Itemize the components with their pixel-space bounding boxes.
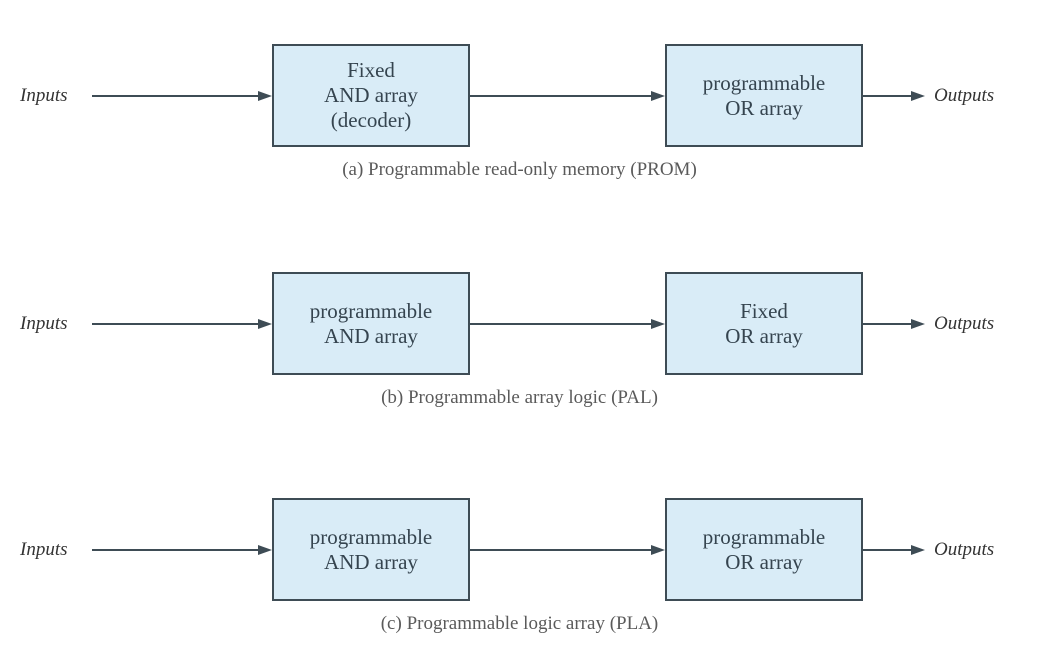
programmable-and-array-box: programmable AND array bbox=[272, 498, 470, 601]
fixed-or-array-box: Fixed OR array bbox=[665, 272, 863, 375]
box-text-line: AND array bbox=[324, 323, 418, 348]
box-text-line: (decoder) bbox=[330, 108, 412, 132]
right-arrowhead-icon bbox=[911, 544, 925, 555]
right-arrowhead-icon bbox=[911, 90, 925, 101]
prom-caption: (a) Programmable read-only memory (PROM) bbox=[342, 159, 697, 180]
box-text-line: OR array bbox=[725, 95, 803, 120]
diagram-row-prom: Inputs Fixed AND array (decoder) program… bbox=[0, 44, 1039, 180]
right-arrowhead-icon bbox=[258, 544, 272, 555]
output-arrow-line bbox=[863, 94, 913, 97]
pal-caption: (b) Programmable array logic (PAL) bbox=[381, 387, 658, 408]
middle-arrow-line bbox=[470, 322, 653, 325]
input-arrow-line bbox=[92, 322, 260, 325]
right-arrowhead-icon bbox=[911, 318, 925, 329]
output-arrow-line bbox=[863, 548, 913, 551]
programmable-or-array-box: programmable OR array bbox=[665, 498, 863, 601]
programmable-and-array-box: programmable AND array bbox=[272, 272, 470, 375]
pla-caption: (c) Programmable logic array (PLA) bbox=[380, 613, 659, 634]
box-text-line: OR array bbox=[725, 323, 803, 348]
right-arrowhead-icon bbox=[651, 318, 665, 329]
box-text-line: programmable bbox=[309, 524, 433, 549]
output-arrow-line bbox=[863, 322, 913, 325]
diagram-row-pal: Inputs programmable AND array Fixed OR a… bbox=[0, 272, 1039, 408]
box-text-line: OR array bbox=[725, 549, 803, 574]
box-text-line: AND array bbox=[324, 549, 418, 574]
inputs-label: Inputs bbox=[20, 84, 68, 106]
middle-arrow-line bbox=[470, 94, 653, 97]
fixed-and-array-box: Fixed AND array (decoder) bbox=[272, 44, 470, 147]
box-text-line: programmable bbox=[702, 524, 826, 549]
inputs-label: Inputs bbox=[20, 538, 68, 560]
box-text-line: programmable bbox=[309, 298, 433, 323]
right-arrowhead-icon bbox=[651, 544, 665, 555]
outputs-label: Outputs bbox=[934, 84, 995, 106]
box-text-line: AND array bbox=[324, 83, 418, 107]
diagram-row-pla: Inputs programmable AND array programmab… bbox=[0, 498, 1039, 634]
programmable-or-array-box: programmable OR array bbox=[665, 44, 863, 147]
outputs-label: Outputs bbox=[934, 538, 995, 560]
right-arrowhead-icon bbox=[258, 318, 272, 329]
middle-arrow-line bbox=[470, 548, 653, 551]
right-arrowhead-icon bbox=[258, 90, 272, 101]
outputs-label: Outputs bbox=[934, 312, 995, 334]
input-arrow-line bbox=[92, 94, 260, 97]
inputs-label: Inputs bbox=[20, 312, 68, 334]
right-arrowhead-icon bbox=[651, 90, 665, 101]
box-text-line: programmable bbox=[702, 70, 826, 95]
input-arrow-line bbox=[92, 548, 260, 551]
box-text-line: Fixed bbox=[740, 298, 788, 323]
box-text-line: Fixed bbox=[347, 58, 395, 82]
